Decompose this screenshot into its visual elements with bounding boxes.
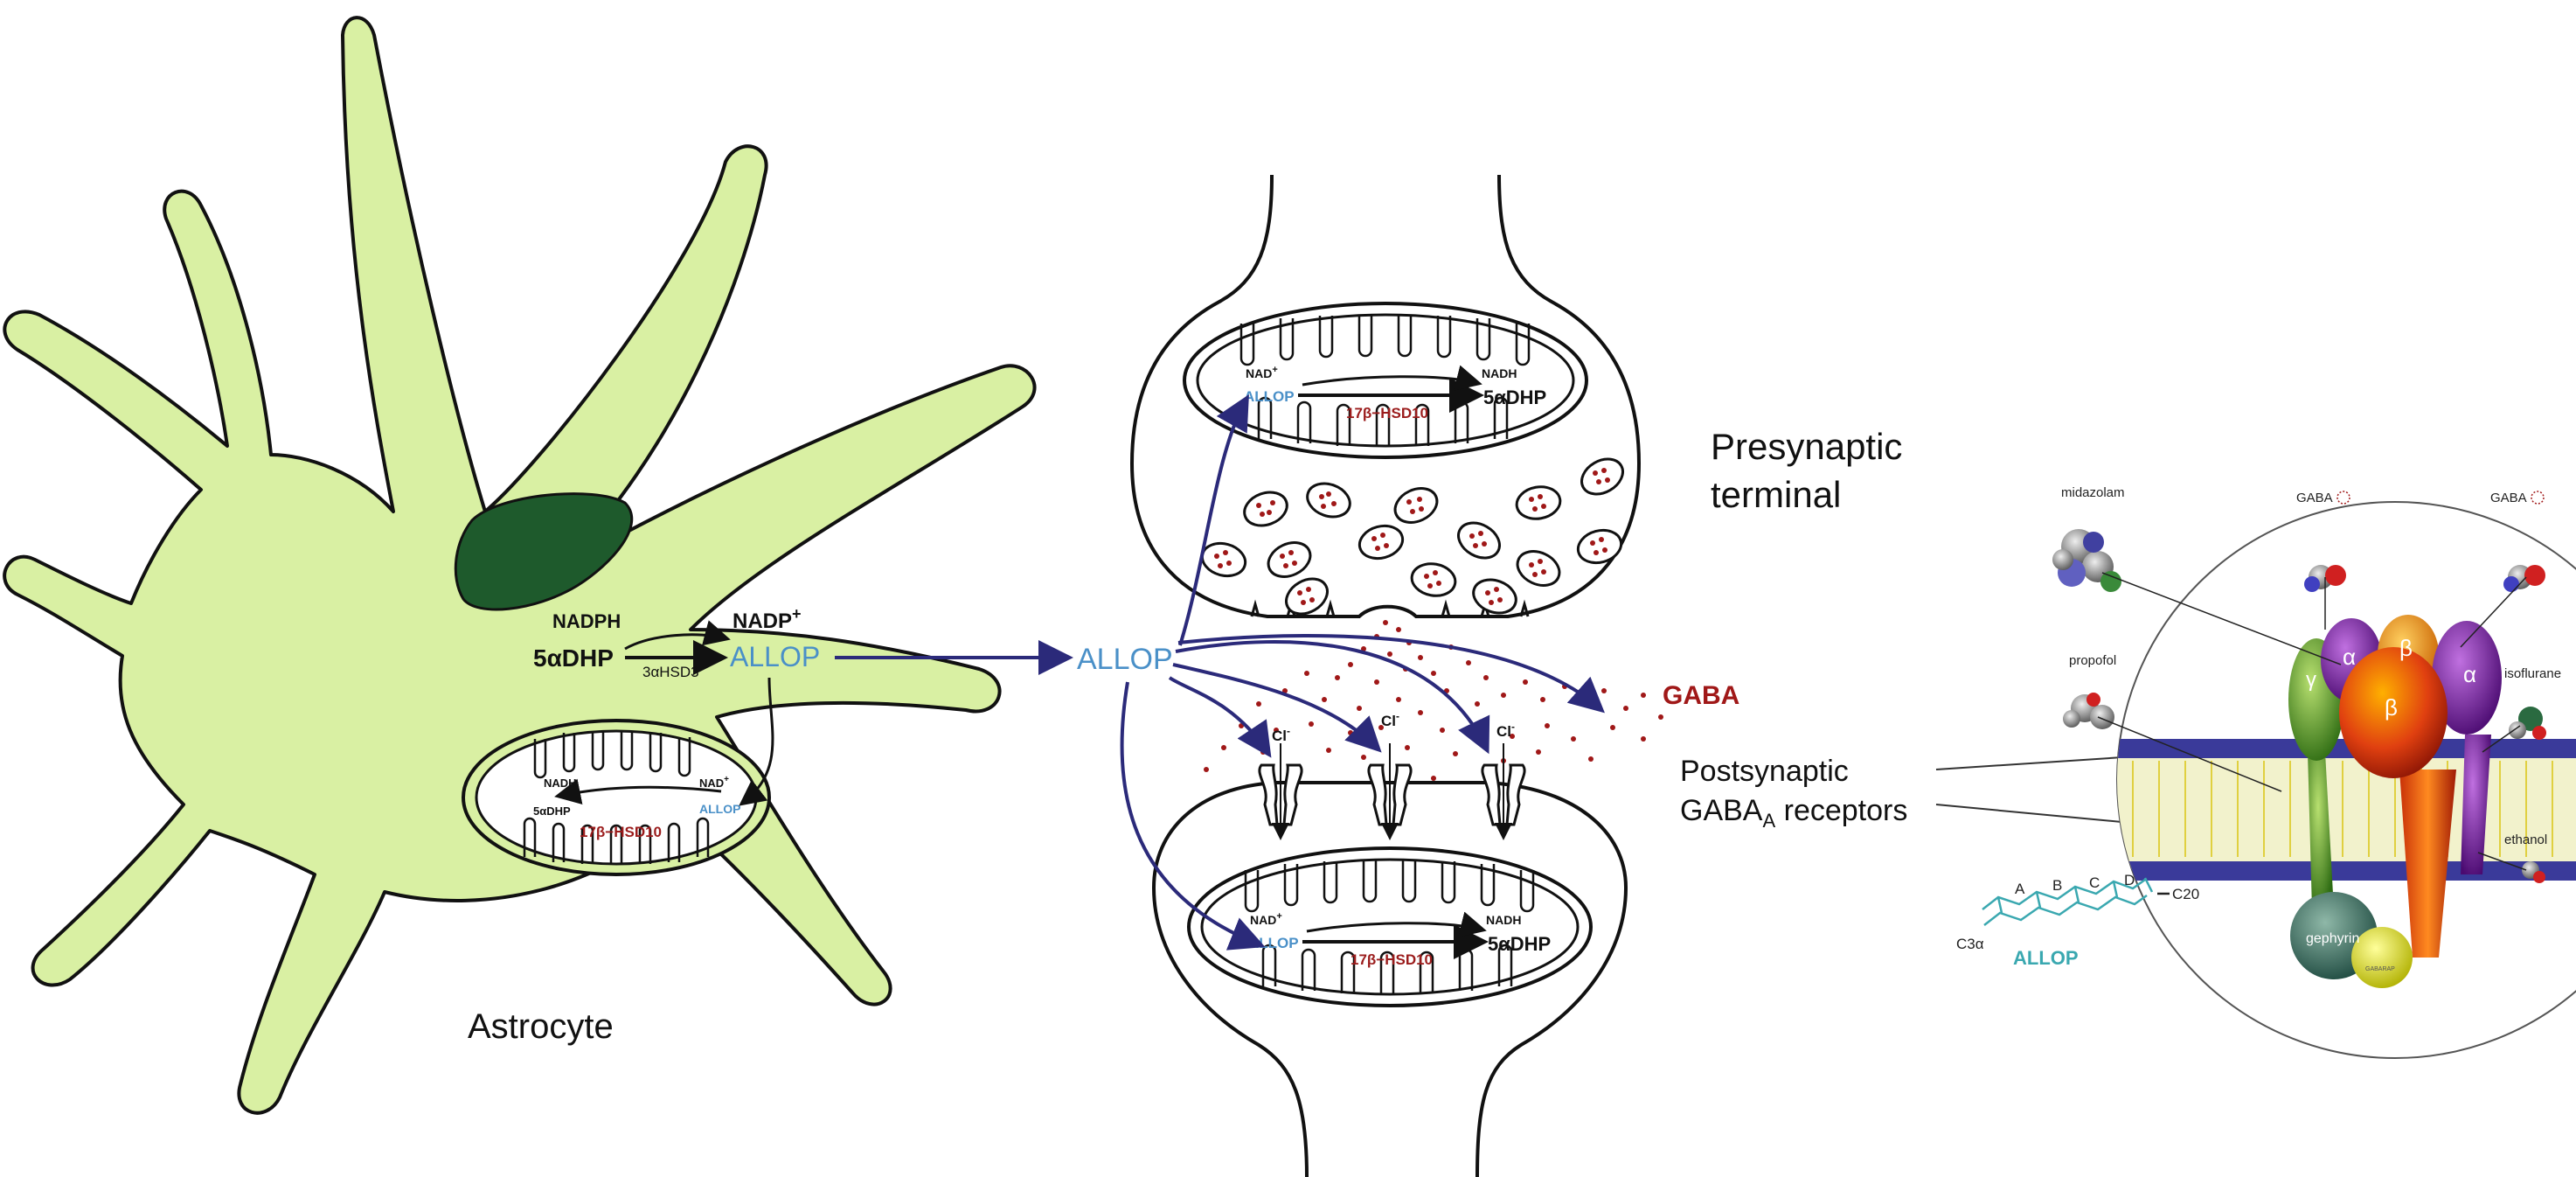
astro-mito-enzyme: 17β−HSD10 [580, 824, 662, 840]
vesicle-contents [1214, 468, 1610, 605]
pre-mito-product: 5αDHP [1483, 387, 1546, 408]
isoflurane-label: isoflurane [2504, 666, 2561, 681]
subunit-alpha-2: α [2463, 661, 2476, 687]
astro-substrate: 5αDHP [533, 644, 614, 672]
astro-mito-product: 5αDHP [533, 804, 571, 818]
gaba-label-2: GABA [2490, 491, 2527, 505]
isoflurane-molecule [2509, 707, 2546, 740]
beta-subunit-stem [2399, 770, 2456, 958]
propofol-molecule [2063, 693, 2114, 729]
alpha-subunit-stem [2461, 735, 2491, 874]
presynaptic-label-line2: terminal [1711, 474, 1841, 515]
gaba-label: GABA [1663, 681, 1739, 710]
midazolam-label: midazolam [2061, 485, 2125, 500]
gaba-a-channel [1481, 743, 1526, 840]
astro-nadph: NADPH [552, 610, 621, 632]
astrocyte-mitochondrion: NADH NAD+ 5αDHP ALLOP 17β−HSD10 [462, 719, 771, 876]
postsynaptic-label-line1: Postsynaptic [1680, 755, 1849, 788]
pre-mito-enzyme: 17β−HSD10 [1346, 405, 1428, 421]
post-mito-nadh: NADH [1486, 913, 1521, 927]
cl-ion-1: Cl- [1272, 725, 1290, 744]
ring-b: B [2052, 877, 2062, 894]
gaba-a-receptor-model: α β γ β α gephyrin GABARAP [2052, 485, 2576, 1059]
pre-mito-allop: ALLOP [1244, 388, 1295, 405]
astrocyte-label: Astrocyte [468, 1007, 614, 1046]
alpha-subunit-right [2432, 621, 2502, 735]
cl-ion-3: Cl- [1496, 721, 1515, 740]
allop-distribution: ALLOP [1077, 394, 1605, 951]
gaba-molecule-2 [2503, 565, 2545, 592]
subunit-beta-2: β [2385, 694, 2398, 721]
ethanol-molecule [2522, 861, 2545, 883]
synapse: NAD+ NADH ALLOP 5αDHP 17β−HSD10 [1129, 174, 1663, 1177]
subunit-gamma: γ [2306, 668, 2316, 692]
ethanol-label: ethanol [2504, 832, 2547, 847]
subunit-beta-1: β [2399, 635, 2413, 661]
drug-pointer-lines [2097, 572, 2527, 871]
astrocyte: NADH NAD+ 5αDHP ALLOP 17β−HSD10 NADPH NA… [3, 16, 1037, 1115]
gephyrin-label: gephyrin [2306, 931, 2359, 946]
gaba-a-channel [1258, 743, 1303, 840]
allop-structure-label: ALLOP [2013, 947, 2079, 969]
post-mito-product: 5αDHP [1488, 933, 1551, 955]
postsynaptic-label-line2: GABAA receptors [1680, 794, 1907, 832]
allop-structure [1982, 877, 2170, 926]
propofol-label: propofol [2069, 653, 2116, 668]
gamma-subunit-stem [2308, 752, 2334, 909]
cristae [523, 731, 710, 864]
presynaptic-mitochondrion: NAD+ NADH ALLOP 5αDHP 17β−HSD10 [1183, 302, 1588, 459]
astro-mito-nadh: NADH [544, 777, 577, 790]
astro-mito-nad: NAD+ [699, 775, 729, 790]
subunit-alpha-1: α [2343, 644, 2356, 670]
astro-mito-allop: ALLOP [699, 802, 740, 816]
midazolam-molecule [2052, 529, 2121, 592]
allop-center: ALLOP [1077, 643, 1173, 676]
gabarap-sphere [2351, 927, 2413, 988]
cl-ion-2: Cl- [1381, 710, 1399, 729]
astro-allop: ALLOP [730, 641, 820, 672]
synaptic-vesicles [1200, 457, 1624, 616]
gaba-a-channel [1367, 743, 1413, 840]
ring-c: C [2089, 874, 2100, 891]
astrocyte-reaction: NADPH NADP+ 5αDHP 3αHSD3 ALLOP [533, 605, 820, 806]
ring-a: A [2015, 881, 2025, 897]
beta-subunit-front [2339, 647, 2448, 778]
pre-mito-nadh: NADH [1482, 366, 1517, 380]
gaba-label-1: GABA [2296, 491, 2333, 505]
gabarap-label: GABARAP [2365, 966, 2395, 972]
c20-label: C20 [2172, 886, 2199, 902]
c3a-label: C3α [1956, 936, 1984, 952]
ring-d: D [2124, 872, 2135, 888]
gaba-molecule-1 [2304, 565, 2346, 592]
nucleus [454, 492, 634, 611]
astro-enzyme: 3αHSD3 [642, 664, 699, 680]
astro-nadp: NADP+ [733, 605, 802, 633]
presynaptic-label-line1: Presynaptic [1711, 426, 1902, 467]
post-mito-enzyme: 17β−HSD10 [1350, 951, 1433, 968]
pre-mito-nad: NAD+ [1246, 365, 1278, 380]
postsynaptic-mitochondrion: NAD+ NADH ALLOP 5αDHP 17β−HSD10 [1187, 846, 1593, 1007]
